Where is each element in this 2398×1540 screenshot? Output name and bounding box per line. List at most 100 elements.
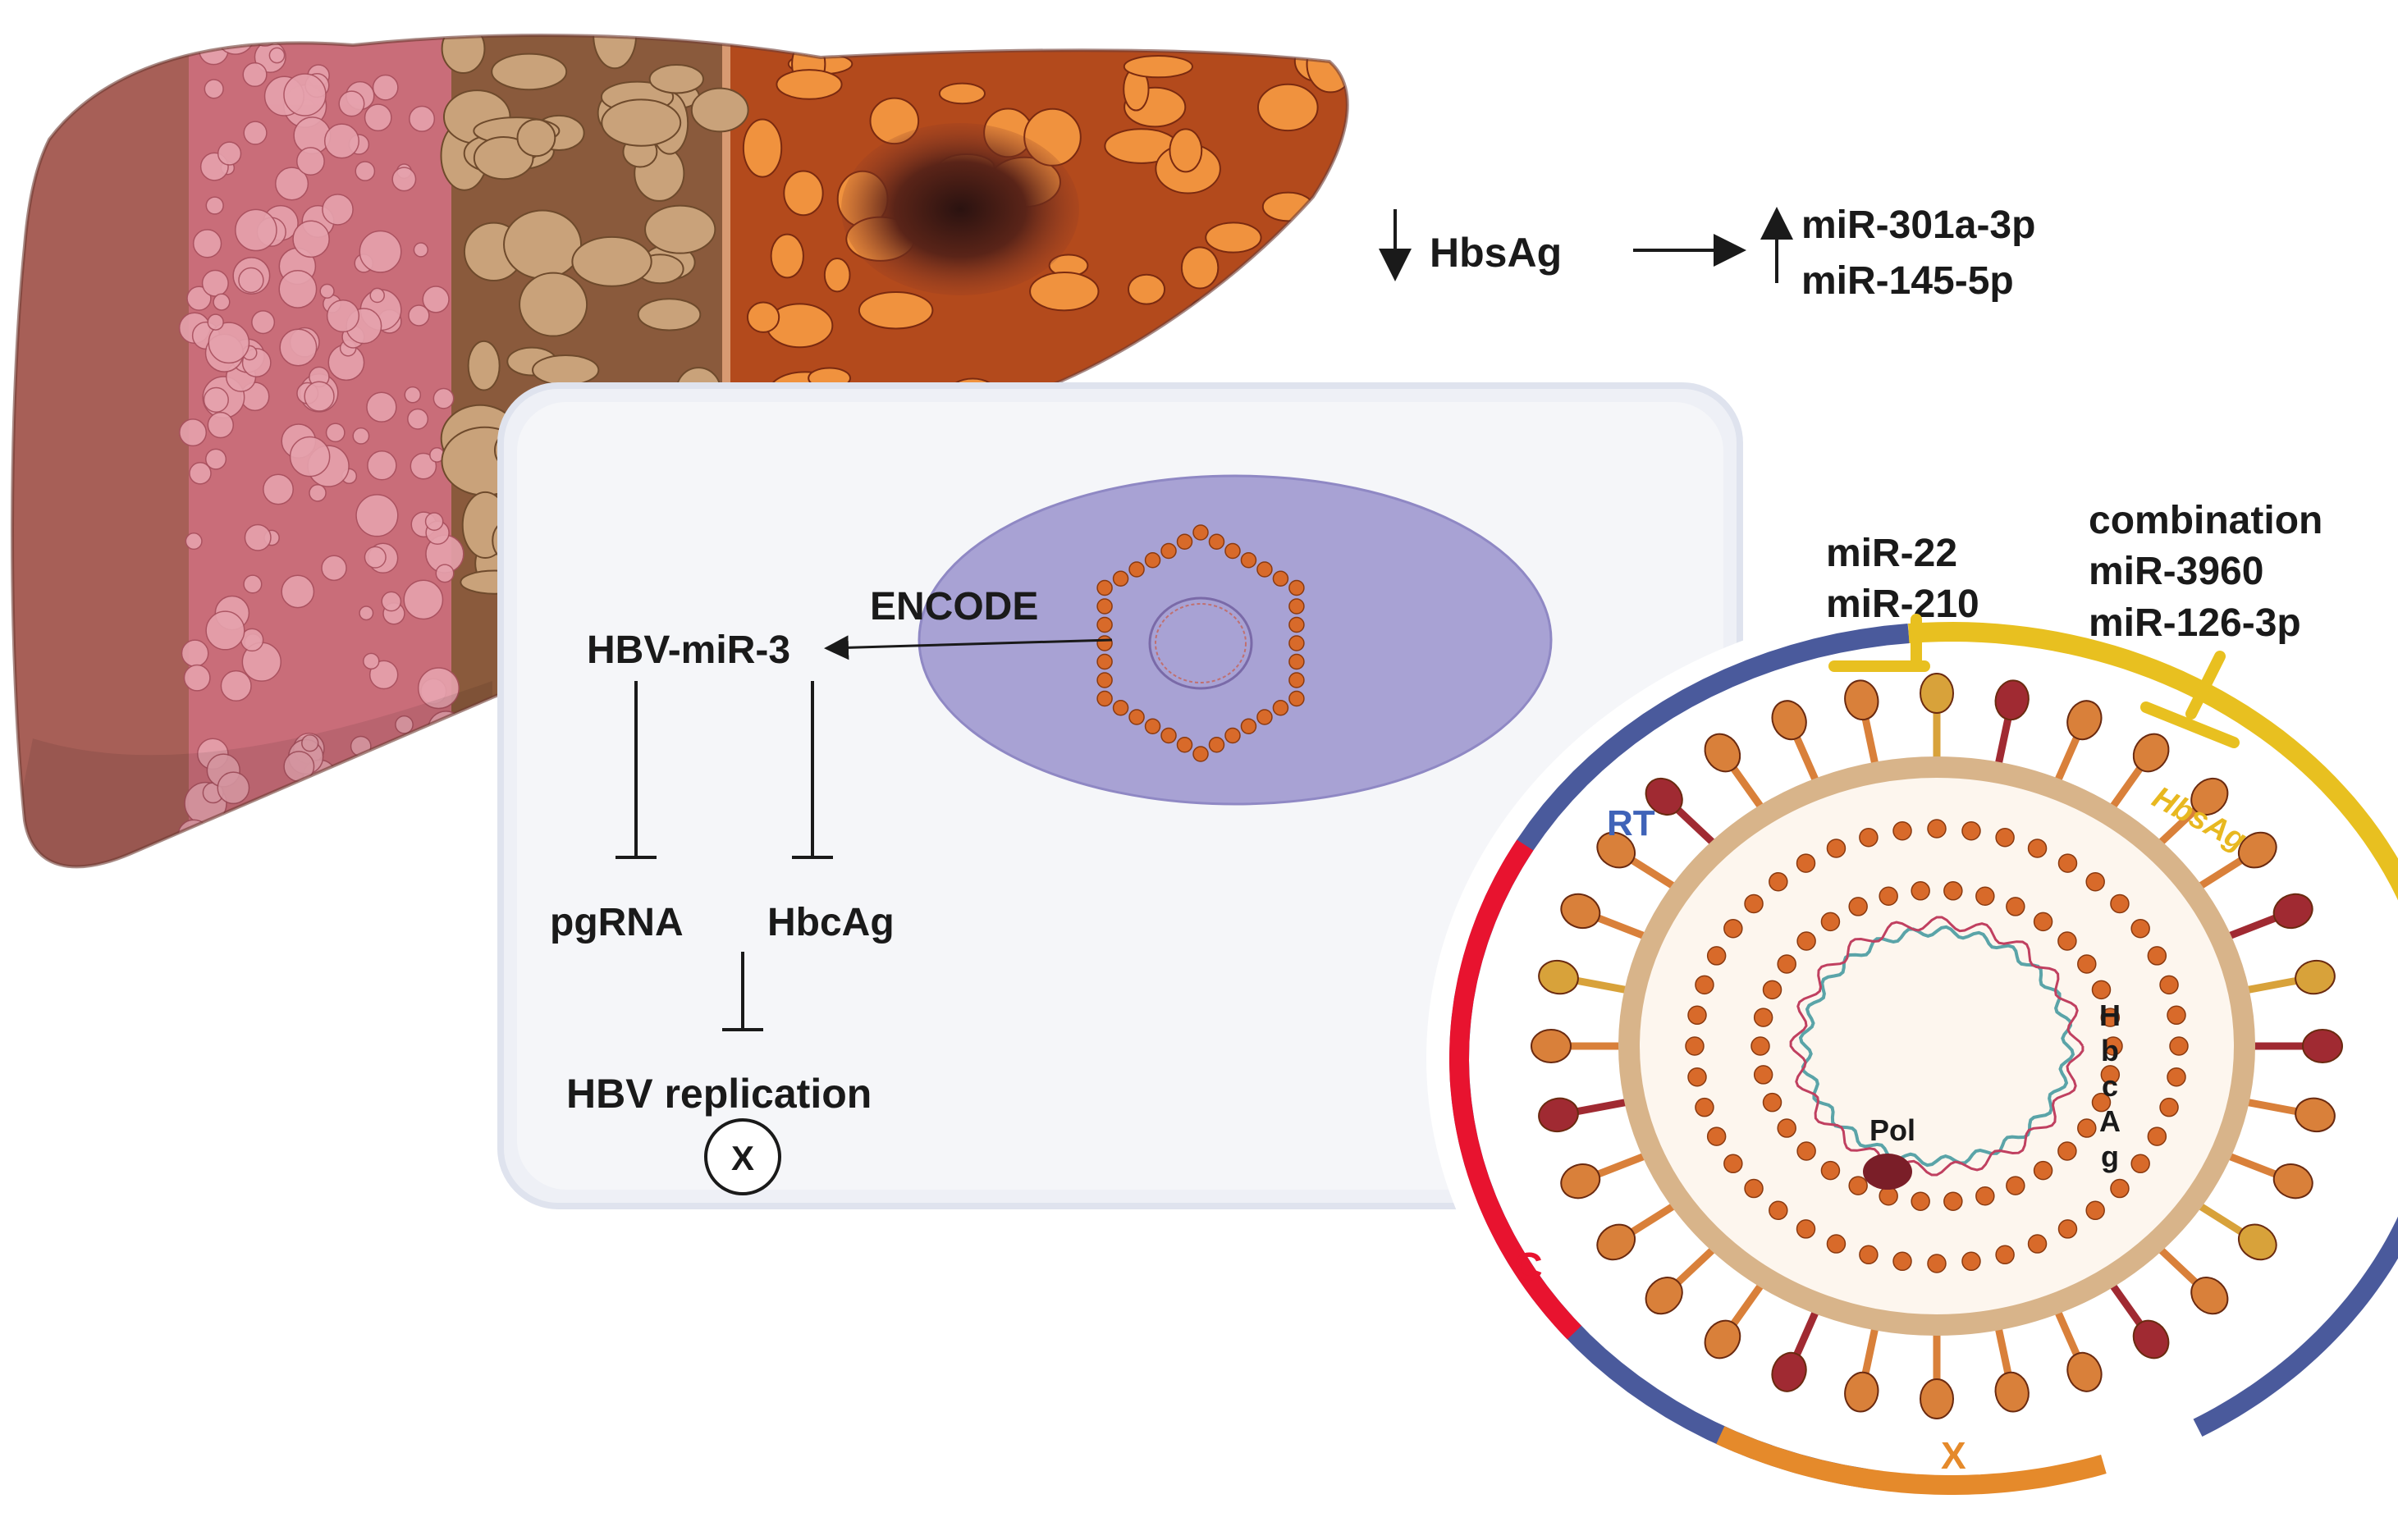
capsid-protein	[1995, 1245, 2015, 1265]
capsid-protein	[1723, 1154, 1743, 1174]
hbcag-vertical-g: g	[2101, 1140, 2119, 1173]
fat-droplet	[203, 386, 229, 413]
spike-head	[1531, 1029, 1572, 1063]
cirrhotic-nodule	[467, 340, 501, 391]
capsid-subunit	[1096, 690, 1113, 707]
fat-droplet	[281, 574, 315, 609]
capsid-protein	[2110, 893, 2130, 914]
capsid-protein	[2147, 1126, 2167, 1146]
fat-droplet	[185, 532, 203, 551]
fat-droplet	[422, 286, 450, 313]
cirrhotic-nodule	[503, 209, 583, 280]
capsid-protein	[2006, 1176, 2025, 1195]
genome-arc-c	[1448, 839, 1582, 1340]
capsid-protein	[1685, 1036, 1705, 1056]
fat-droplet	[368, 660, 399, 690]
liver-healthy-section	[12, 35, 189, 867]
cirrhotic-nodule	[571, 235, 652, 287]
fat-droplet	[179, 418, 208, 447]
capsid-protein	[1859, 1245, 1879, 1265]
envelope-spikes	[1531, 673, 2343, 1419]
capsid-protein	[1777, 1118, 1796, 1138]
spike-head	[1704, 1319, 1741, 1359]
spike-head	[1844, 1371, 1879, 1413]
fat-droplet	[410, 452, 437, 480]
capsid-protein	[2100, 1008, 2121, 1027]
fat-droplet	[403, 579, 444, 620]
fat-droplet	[419, 773, 460, 814]
pgrna-label: pgRNA	[550, 901, 684, 944]
capsid-protein	[2169, 1036, 2189, 1056]
fat-droplet	[322, 194, 354, 226]
spike-head	[2190, 777, 2229, 816]
spike-head	[2237, 1223, 2277, 1261]
capsid-subunit	[1288, 616, 1305, 633]
mir-301a-3p-label: miR-301a-3p	[1801, 203, 2035, 247]
capsid-protein	[1796, 1219, 1816, 1239]
fat-droplet	[205, 196, 224, 215]
fat-droplet	[432, 387, 455, 409]
pol-label: Pol	[1869, 1113, 1915, 1147]
capsid-protein	[1753, 1008, 1773, 1027]
spike-head	[1771, 1351, 1807, 1392]
capsid-subunit	[1240, 552, 1257, 569]
fat-droplet	[359, 230, 402, 273]
capsid-protein	[2057, 931, 2077, 951]
fat-droplet	[207, 411, 235, 439]
fat-droplet	[251, 310, 276, 335]
capsid-subunit	[1176, 533, 1193, 550]
fat-droplet	[355, 494, 399, 537]
fat-droplet	[192, 229, 222, 258]
capsid-protein	[1820, 912, 1841, 932]
fat-droplet	[404, 386, 422, 404]
fat-droplet	[364, 103, 392, 132]
fat-droplet	[208, 322, 250, 364]
capsid-protein	[1879, 886, 1898, 907]
capsid-protein	[2033, 912, 2053, 932]
hbv-mir3-inhibits-hbcag	[792, 681, 833, 859]
hbcag-vertical-b: b	[2101, 1034, 2119, 1067]
nucleus	[918, 474, 1553, 806]
fat-droplet	[204, 79, 224, 99]
fat-droplet	[395, 715, 414, 734]
fat-droplet	[366, 391, 397, 423]
capsid-subunit	[1272, 570, 1289, 587]
mir-22-label: miR-22	[1826, 532, 1957, 575]
spike-head	[1596, 831, 1636, 869]
mir-145-5p-label: miR-145-5p	[1801, 259, 2014, 303]
capsid-protein	[2006, 897, 2025, 916]
capsid-protein	[1777, 954, 1796, 974]
capsid-protein	[1723, 918, 1743, 939]
replication-label: HBV replication	[566, 1071, 872, 1117]
fat-droplet	[435, 564, 455, 583]
fat-droplet	[326, 299, 360, 333]
hbcag-vertical-c: c	[2102, 1069, 2118, 1103]
fat-droplet	[268, 47, 286, 64]
cirrhotic-nodule	[690, 87, 749, 133]
fat-droplet	[372, 74, 399, 101]
capsid-protein	[2103, 1036, 2123, 1056]
fat-droplet	[183, 664, 211, 692]
capsid-protein	[2130, 918, 2150, 939]
fat-droplet	[243, 574, 263, 594]
polymerase	[1863, 1154, 1912, 1190]
mir22-210-inhibit-bar	[1828, 614, 1930, 672]
cirrhotic-nodule	[532, 354, 600, 386]
capsid-protein	[2085, 871, 2105, 892]
capsid-protein	[2057, 853, 2078, 873]
capsid-protein	[1826, 839, 1847, 858]
fat-droplet	[367, 450, 397, 481]
capsid-protein	[2167, 1067, 2186, 1087]
capsid-protein	[1927, 1254, 1947, 1273]
capsid-dots	[1685, 819, 2189, 1273]
capsid-protein	[1927, 819, 1947, 839]
fat-droplet	[217, 141, 242, 166]
virion-envelope	[1618, 756, 2255, 1336]
capsid-protein	[1879, 1186, 1898, 1206]
cirrhotic-nodule	[473, 136, 534, 181]
fat-droplet	[352, 427, 370, 445]
fat-droplet	[243, 121, 268, 145]
fat-droplet	[189, 462, 212, 485]
fat-droplet	[378, 768, 409, 799]
tumor-spot	[1029, 272, 1100, 312]
